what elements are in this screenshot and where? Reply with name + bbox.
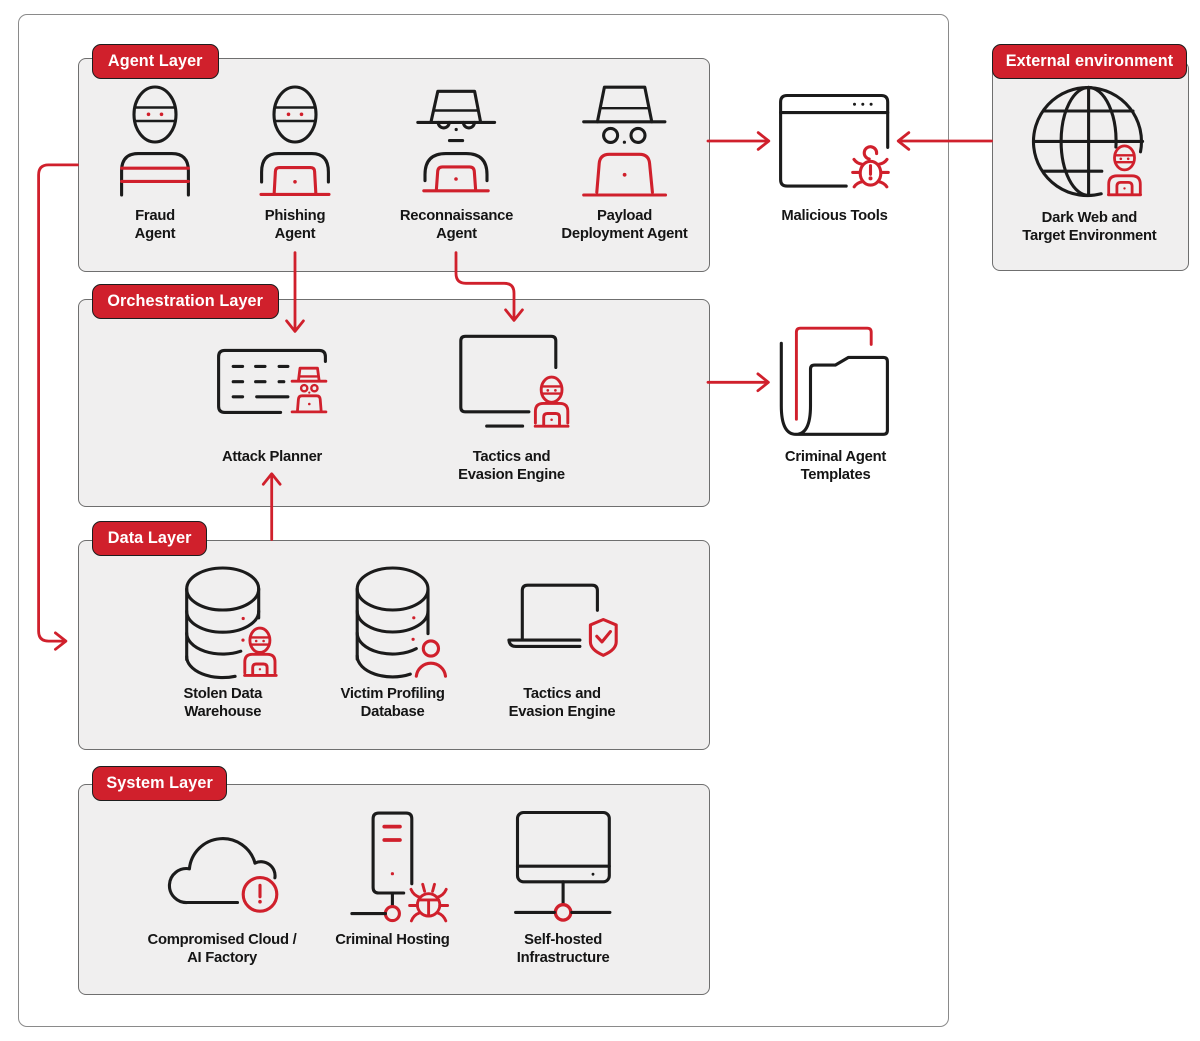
caption-tactics-evasion-engine-data: Tactics and Evasion Engine: [508, 686, 616, 721]
caption-payload-deployment-agent: Payload Deployment Agent: [561, 207, 688, 242]
caption-stolen-data-warehouse: Stolen Data Warehouse: [183, 686, 263, 721]
caption-fraud-agent: Fraud Agent: [134, 207, 176, 242]
caption-compromised-cloud: Compromised Cloud / AI Factory: [147, 931, 297, 966]
caption-victim-profiling-database: Victim Profiling Database: [340, 686, 445, 721]
label-system-layer: System Layer: [91, 765, 228, 801]
label-agent-layer: Agent Layer: [92, 44, 219, 79]
caption-self-hosted-infrastructure: Self-hosted Infrastructure: [516, 931, 610, 966]
caption-dark-web: Dark Web and Target Environment: [1022, 209, 1157, 244]
label-external-environment-text: External environment: [1005, 51, 1174, 70]
label-data-layer: Data Layer: [91, 521, 208, 557]
caption-malicious-tools: Malicious Tools: [781, 207, 888, 224]
label-orchestration-layer: Orchestration Layer: [91, 284, 279, 320]
label-agent-layer-text: Agent Layer: [107, 52, 203, 70]
caption-reconnaissance-agent: Reconnaissance Agent: [399, 207, 514, 242]
caption-tactics-evasion-engine: Tactics and Evasion Engine: [458, 449, 565, 484]
panel-orchestration-layer: [77, 298, 710, 508]
label-data-layer-text: Data Layer: [107, 529, 192, 548]
label-orchestration-layer-text: Orchestration Layer: [107, 292, 264, 311]
label-system-layer-text: System Layer: [106, 773, 213, 792]
caption-attack-planner: Attack Planner: [221, 449, 323, 465]
label-external-environment: External environment: [991, 43, 1188, 79]
caption-phishing-agent: Phishing Agent: [264, 207, 326, 242]
caption-criminal-hosting: Criminal Hosting: [335, 931, 450, 948]
caption-criminal-agent-templates: Criminal Agent Templates: [784, 449, 887, 484]
